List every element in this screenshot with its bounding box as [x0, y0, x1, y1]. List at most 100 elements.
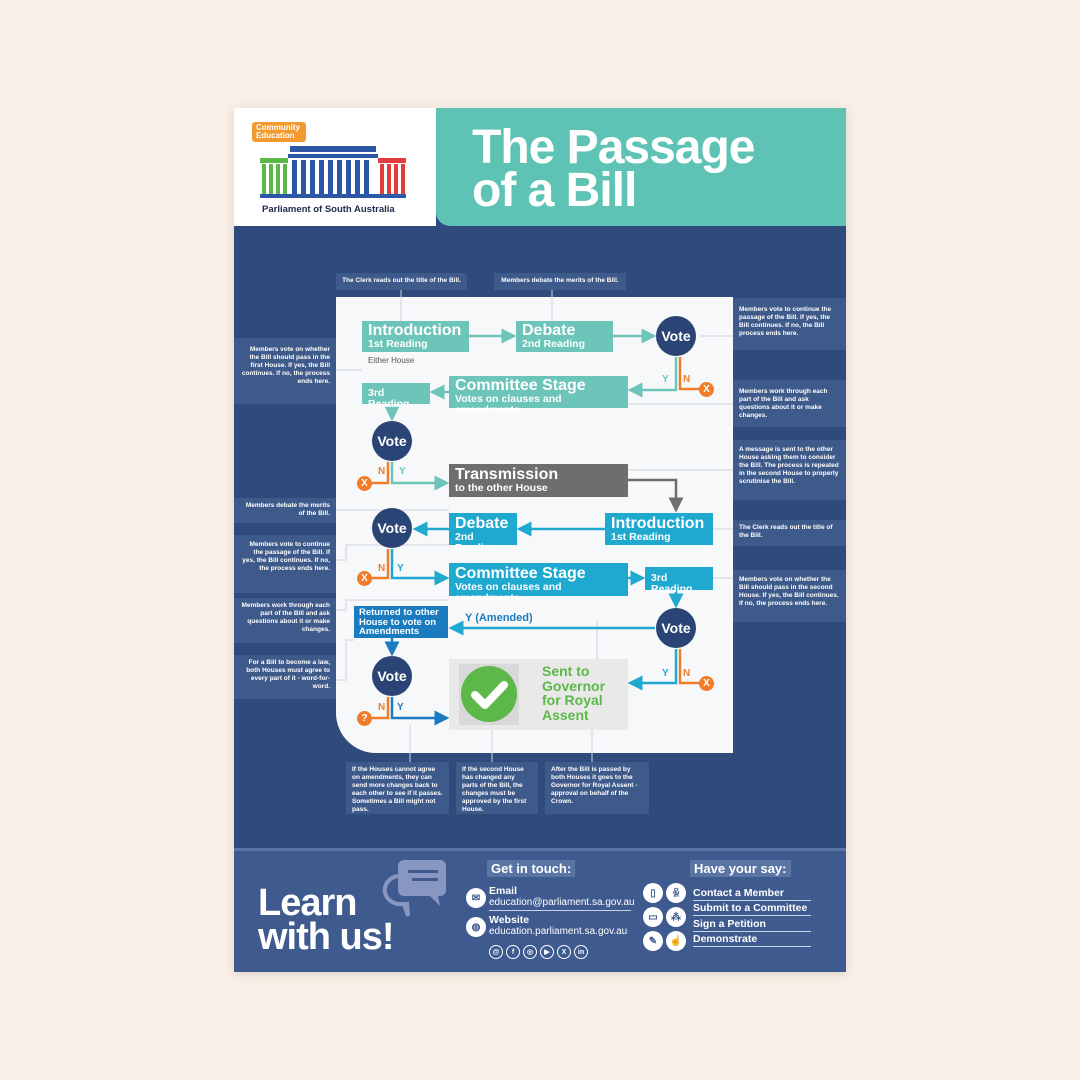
instagram-icon[interactable]: ◎: [523, 945, 537, 959]
step-title: Committee Stage: [455, 377, 586, 394]
people-icon: ꆜ: [666, 883, 686, 903]
note-left-committee: Members work through each part of the Bi…: [234, 598, 336, 643]
vote-node: Vote: [372, 508, 412, 548]
step-sub: 1st Reading: [368, 338, 428, 350]
title-banner: [436, 108, 846, 226]
no-label: N: [683, 668, 691, 679]
note-bottom-cannot-agree: If the Houses cannot agree on amendments…: [346, 762, 449, 814]
note-right-vote-continue: Members vote to continue the passage of …: [733, 298, 846, 350]
end-x-icon: X: [699, 382, 714, 397]
no-label: N: [378, 563, 386, 574]
checkmark-icon: [461, 666, 517, 722]
protest-sign-icon: ☝: [666, 931, 686, 951]
get-in-touch-heading: Get in touch:: [487, 860, 576, 877]
email-icon: ✉: [466, 888, 486, 908]
logo-name: Parliament of South Australia: [262, 204, 395, 215]
step-title: Debate: [455, 515, 509, 532]
note-right-committee: Members work through each part of the Bi…: [733, 380, 846, 427]
pen-icon: ✎: [643, 931, 663, 951]
threads-icon[interactable]: @: [489, 945, 503, 959]
royal-assent-label: Sent to Governor for Royal Assent: [542, 663, 606, 723]
have-your-say-heading: Have your say:: [690, 860, 791, 877]
learn-line-2: with us!: [258, 916, 395, 958]
step-sub: 2nd Reading: [522, 338, 586, 350]
title-line-1: The Passage: [472, 121, 755, 174]
no-label: N: [378, 702, 386, 713]
step-sub: to the other House: [455, 482, 548, 494]
question-icon: ?: [357, 711, 372, 726]
x-icon[interactable]: X: [557, 945, 571, 959]
no-label: N: [683, 374, 691, 385]
note-top-debate: Members debate the merits of the Bill.: [494, 273, 626, 290]
youtube-icon[interactable]: ▶: [540, 945, 554, 959]
note-left-word-for-word: For a Bill to become a law, both Houses …: [234, 655, 336, 699]
step-title: Debate: [522, 322, 576, 339]
end-x-icon: X: [699, 676, 714, 691]
no-label: N: [378, 466, 386, 477]
chat-bubbles-icon: [382, 860, 446, 917]
royal-assent-box: Sent to Governor for Royal Assent: [449, 659, 628, 730]
end-x-icon: X: [357, 476, 372, 491]
email-label: Email: [489, 885, 518, 897]
vote-node: Vote: [372, 421, 412, 461]
either-house-label: Either House: [368, 356, 415, 365]
email-link[interactable]: education@parliament.sa.gov.au: [489, 897, 635, 908]
vote-node: Vote: [372, 656, 412, 696]
step-title: Committee Stage: [455, 565, 586, 582]
returned-to-other-house: Returned to other House to vote on Amend…: [354, 606, 448, 638]
facebook-icon[interactable]: f: [506, 945, 520, 959]
yes-label: Y: [399, 466, 406, 477]
note-right-vote-second-house: Members vote on whether the Bill should …: [733, 570, 846, 622]
amended-label: Y (Amended): [465, 612, 533, 624]
committee-icon: ⁂: [666, 907, 686, 927]
third-reading: 3rd Reading: [362, 383, 430, 409]
parliament-building-icon: [260, 146, 406, 198]
yes-label: Y: [397, 702, 404, 713]
step-sub: 2nd Reading: [455, 531, 497, 554]
linkedin-icon[interactable]: in: [574, 945, 588, 959]
note-right-transmission: A message is sent to the other House ask…: [733, 440, 846, 500]
step-title: Transmission: [455, 466, 559, 483]
yes-label: Y: [662, 374, 669, 385]
step-sub: 1st Reading: [611, 531, 671, 543]
say-demonstrate[interactable]: Demonstrate: [693, 933, 811, 947]
vote-node: Vote: [656, 316, 696, 356]
end-x-icon: X: [357, 571, 372, 586]
learn-line-1: Learn: [258, 882, 357, 924]
vote-node: Vote: [656, 608, 696, 648]
note-top-clerk: The Clerk reads out the title of the Bil…: [336, 273, 467, 290]
note-left-vote-first-house: Members vote on whether the Bill should …: [234, 338, 336, 404]
step-sub: Votes on clauses and amendments: [455, 581, 562, 604]
note-bottom-assent: After the Bill is passed by both Houses …: [545, 762, 649, 814]
note-left-vote-continue: Members vote to continue the passage of …: [234, 535, 336, 593]
website-link[interactable]: education.parliament.sa.gov.au: [489, 926, 628, 937]
yes-label: Y: [397, 563, 404, 574]
step-title: Introduction: [368, 322, 462, 339]
social-links: @ f ◎ ▶ X in: [489, 945, 588, 959]
step-title: Introduction: [611, 515, 705, 532]
title-line-2: of a Bill: [472, 164, 637, 217]
note-bottom-changes: If the second House has changed any part…: [456, 762, 538, 814]
logo: Community Education Parliament of South …: [234, 108, 436, 226]
say-submit-committee[interactable]: Submit to a Committee: [693, 902, 811, 916]
third-reading-second-house: 3rd Reading: [645, 567, 713, 594]
website-label: Website: [489, 914, 530, 926]
speech-icon: ▭: [643, 907, 663, 927]
say-sign-petition[interactable]: Sign a Petition: [693, 918, 811, 932]
step-sub: Votes on clauses and amendments: [455, 393, 562, 416]
say-contact-member[interactable]: Contact a Member: [693, 887, 811, 901]
globe-icon: ◍: [466, 917, 486, 937]
logo-tag: Community Education: [252, 122, 306, 142]
yes-label: Y: [662, 668, 669, 679]
